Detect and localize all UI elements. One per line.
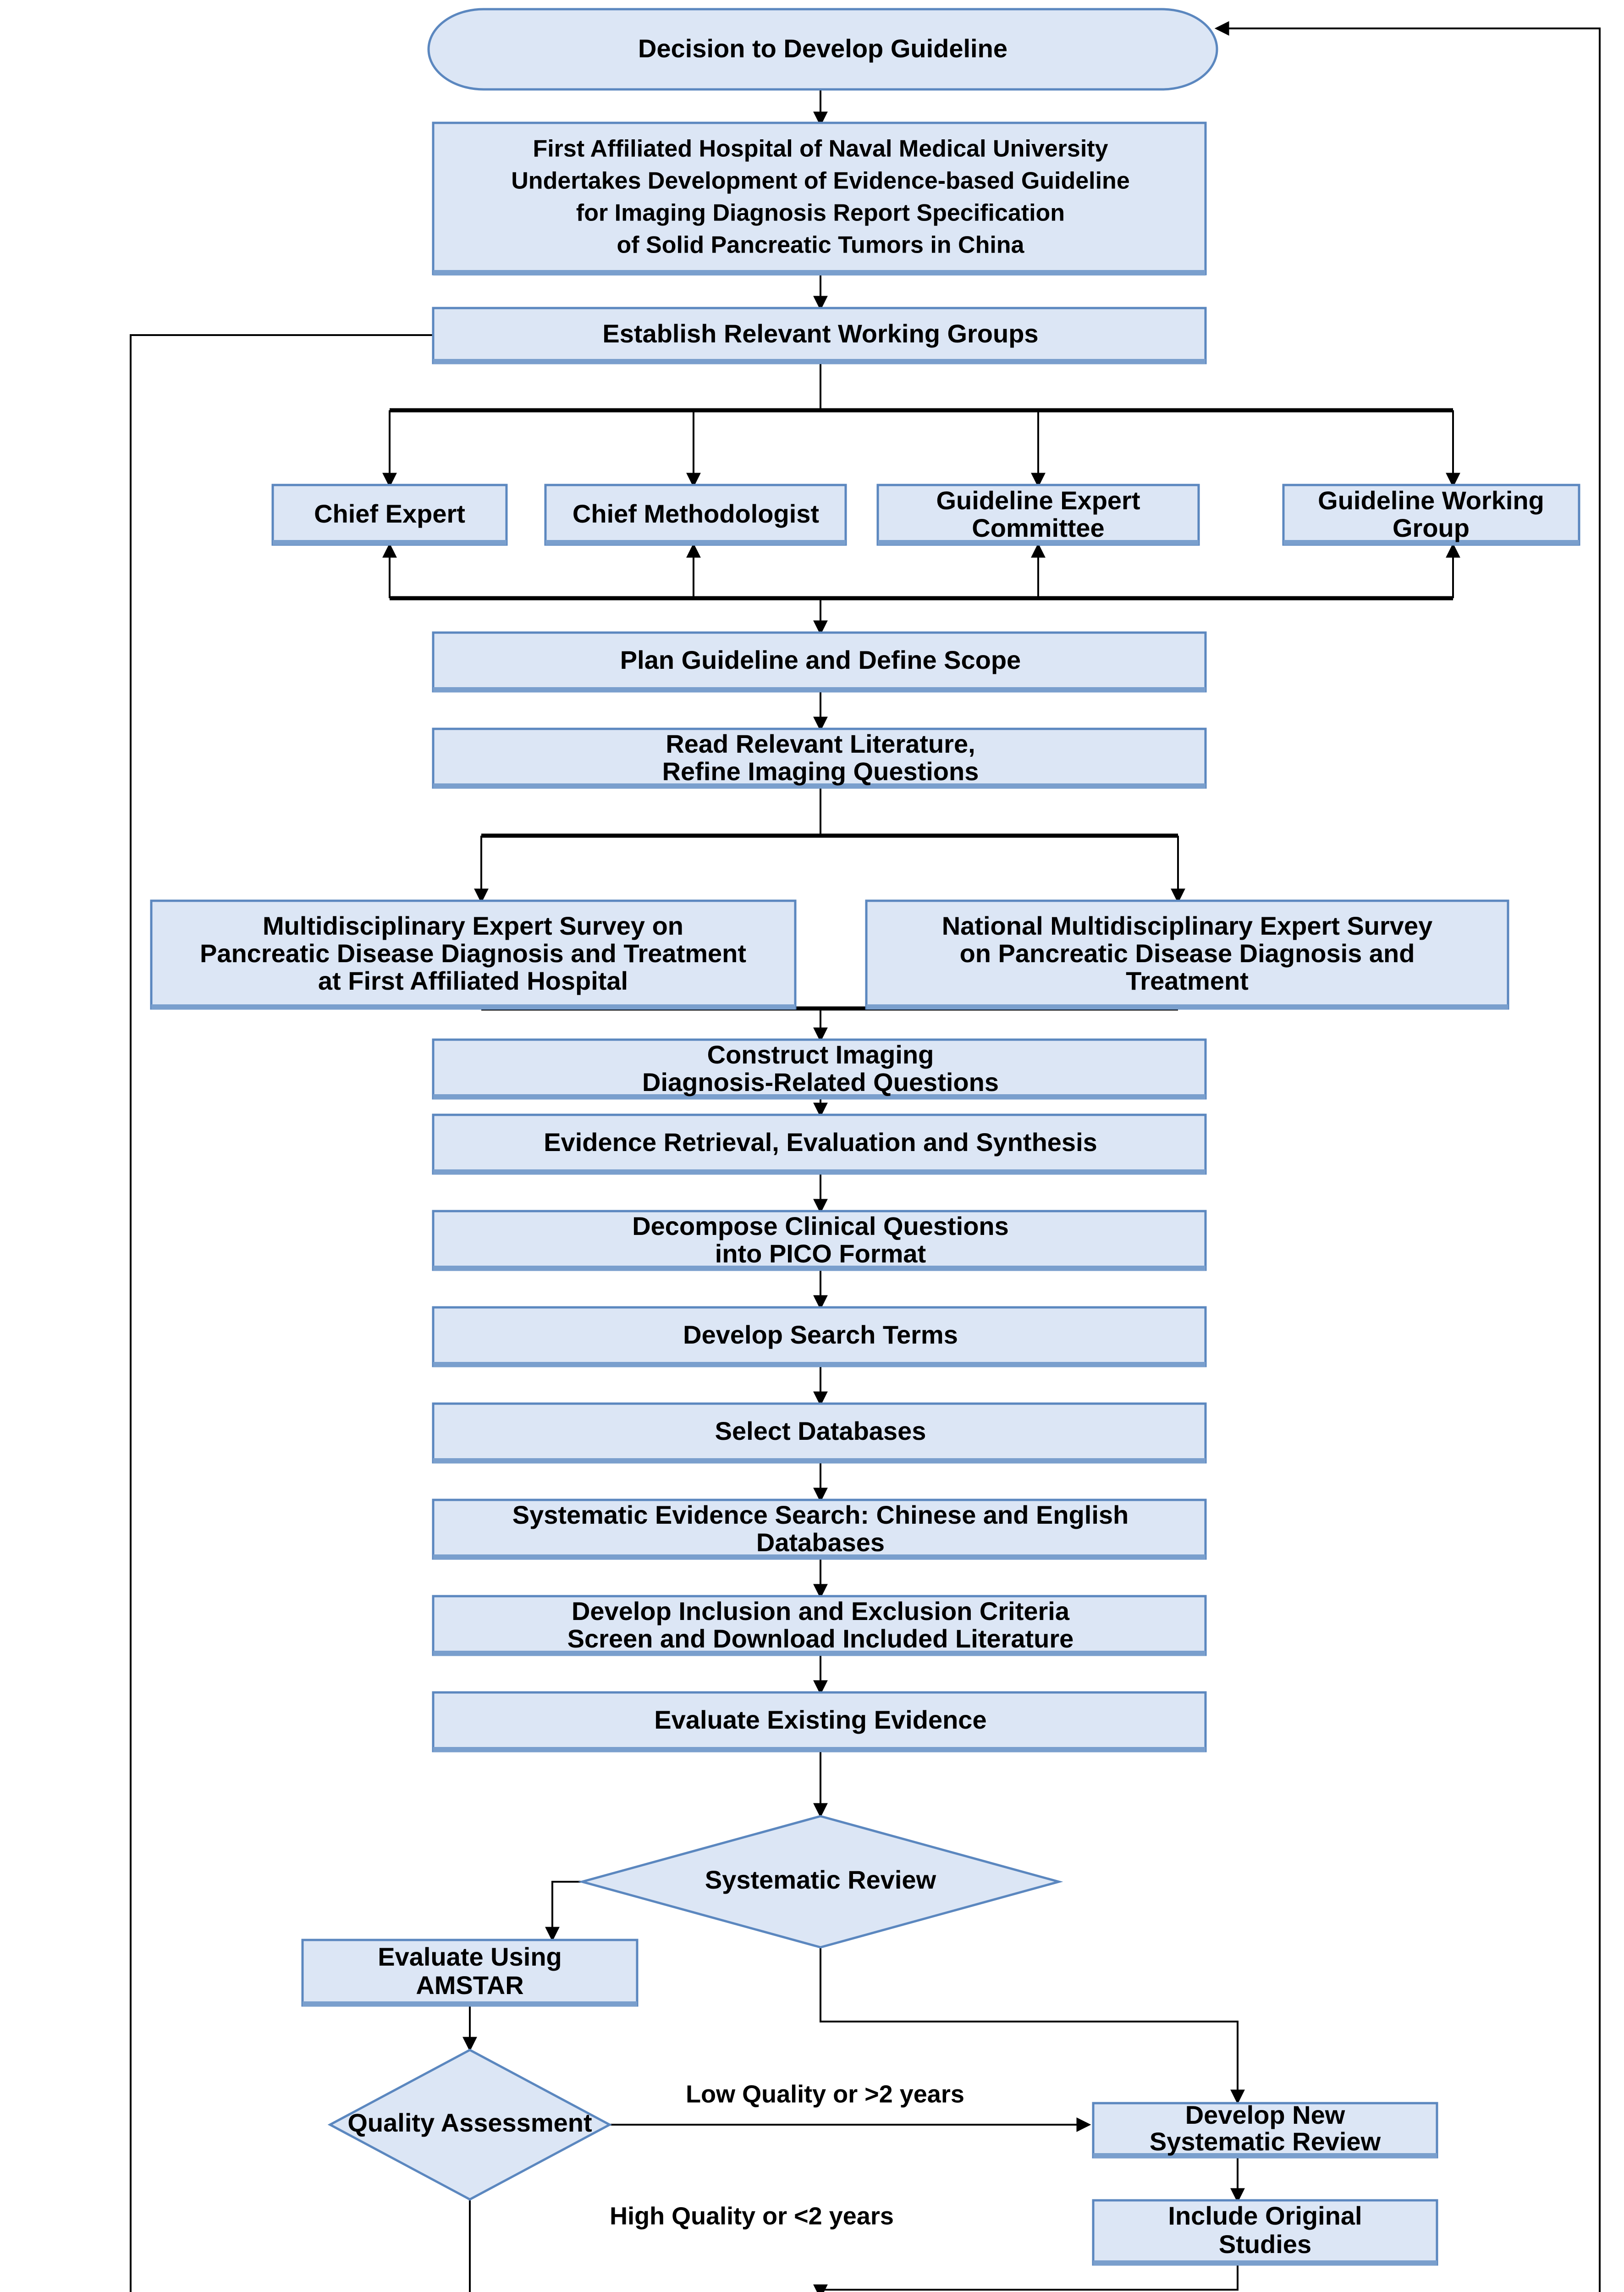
node-evaluate-existing-label: Evaluate Existing Evidence — [654, 1705, 986, 1734]
node-survey-national-line-3: Treatment — [1126, 966, 1249, 995]
node-systematic-search[interactable]: Systematic Evidence Search: Chinese and … — [432, 1499, 1207, 1560]
node-inclusion-criteria[interactable]: Develop Inclusion and Exclusion Criteria… — [432, 1595, 1207, 1656]
edge-label-high-quality: High Quality or <2 years — [610, 2202, 894, 2230]
node-undertakes-line-3: for Imaging Diagnosis Report Specificati… — [576, 200, 1065, 226]
edge-include-to-synthesize — [813, 2264, 1239, 2292]
node-survey-national-line-1: National Multidisciplinary Expert Survey — [942, 911, 1433, 940]
node-inclusion-criteria-line-2: Screen and Download Included Literature — [567, 1624, 1074, 1653]
node-undertakes[interactable]: First Affiliated Hospital of Naval Medic… — [432, 121, 1207, 275]
node-decompose-pico[interactable]: Decompose Clinical Questions into PICO F… — [432, 1210, 1207, 1271]
node-layer: Decision to Develop Guideline First Affi… — [150, 8, 1580, 2266]
node-undertakes-line-2: Undertakes Development of Evidence-based… — [511, 168, 1130, 194]
node-decompose-pico-line-1: Decompose Clinical Questions — [632, 1212, 1009, 1240]
node-survey-national-line-2: on Pancreatic Disease Diagnosis and — [960, 939, 1415, 968]
node-plan-scope-label: Plan Guideline and Define Scope — [620, 645, 1021, 674]
node-undertakes-line-4: of Solid Pancreatic Tumors in China — [617, 232, 1025, 259]
node-develop-search-terms[interactable]: Develop Search Terms — [432, 1306, 1207, 1367]
node-working-group[interactable]: Guideline Working Group — [1282, 484, 1580, 546]
node-quality-assessment[interactable]: Quality Assessment — [327, 2049, 612, 2201]
node-select-databases[interactable]: Select Databases — [432, 1402, 1207, 1464]
node-expert-committee-line-2: Committee — [972, 513, 1104, 542]
edge-quality-to-synthesize — [469, 2200, 471, 2292]
node-survey-local-line-2: Pancreatic Disease Diagnosis and Treatme… — [200, 939, 746, 968]
node-construct-questions[interactable]: Construct Imaging Diagnosis-Related Ques… — [432, 1038, 1207, 1100]
node-systematic-review[interactable]: Systematic Review — [578, 1815, 1063, 1949]
node-systematic-search-line-1: Systematic Evidence Search: Chinese and … — [512, 1500, 1129, 1529]
node-evaluate-amstar[interactable]: Evaluate Using AMSTAR — [301, 1939, 639, 2007]
node-include-original-line-2: Studies — [1219, 2230, 1311, 2259]
node-develop-search-terms-label: Develop Search Terms — [683, 1320, 958, 1349]
node-construct-questions-line-1: Construct Imaging — [707, 1040, 934, 1069]
node-establish-groups-label: Establish Relevant Working Groups — [602, 319, 1038, 348]
node-evaluate-amstar-line-1: Evaluate Using — [378, 1942, 562, 1971]
node-working-group-line-1: Guideline Working — [1318, 486, 1544, 515]
edge-sr-to-develop-new — [820, 1948, 1245, 2105]
node-decision-to-develop[interactable]: Decision to Develop Guideline — [427, 8, 1218, 91]
node-decision-to-develop-label: Decision to Develop Guideline — [638, 34, 1007, 63]
node-survey-local-line-3: at First Affiliated Hospital — [318, 966, 628, 995]
node-read-literature[interactable]: Read Relevant Literature, Refine Imaging… — [432, 727, 1207, 789]
node-evaluate-existing[interactable]: Evaluate Existing Evidence — [432, 1691, 1207, 1752]
node-evaluate-amstar-line-2: AMSTAR — [416, 1971, 523, 2000]
node-develop-new-sr[interactable]: Develop New Systematic Review — [1092, 2100, 1438, 2159]
node-establish-groups[interactable]: Establish Relevant Working Groups — [432, 307, 1207, 364]
node-expert-committee-line-1: Guideline Expert — [936, 486, 1140, 515]
node-chief-methodologist[interactable]: Chief Methodologist — [544, 484, 847, 546]
node-chief-expert[interactable]: Chief Expert — [271, 484, 508, 546]
node-include-original-line-1: Include Original — [1168, 2201, 1362, 2230]
node-chief-methodologist-label: Chief Methodologist — [573, 499, 819, 528]
edge-label-low-quality: Low Quality or >2 years — [686, 2080, 964, 2108]
node-select-databases-label: Select Databases — [715, 1416, 926, 1445]
node-expert-committee[interactable]: Guideline Expert Committee — [876, 484, 1200, 546]
node-survey-local[interactable]: Multidisciplinary Expert Survey on Pancr… — [150, 899, 797, 1010]
node-survey-local-line-1: Multidisciplinary Expert Survey on — [263, 911, 683, 940]
node-systematic-search-line-2: Databases — [756, 1528, 885, 1557]
node-plan-scope[interactable]: Plan Guideline and Define Scope — [432, 631, 1207, 693]
node-quality-assessment-label: Quality Assessment — [347, 2108, 592, 2137]
node-working-group-line-2: Group — [1393, 513, 1470, 542]
node-systematic-review-label: Systematic Review — [705, 1865, 936, 1894]
node-inclusion-criteria-line-1: Develop Inclusion and Exclusion Criteria — [572, 1597, 1070, 1625]
edge-update-to-decision-loop — [1214, 21, 1601, 2292]
edge-establish-to-external-review-group — [130, 334, 433, 2292]
node-evidence-retrieval-label: Evidence Retrieval, Evaluation and Synth… — [544, 1128, 1097, 1157]
node-read-literature-line-1: Read Relevant Literature, — [666, 729, 975, 758]
node-chief-expert-label: Chief Expert — [314, 499, 465, 528]
node-evidence-retrieval[interactable]: Evidence Retrieval, Evaluation and Synth… — [432, 1113, 1207, 1175]
node-include-original[interactable]: Include Original Studies — [1092, 2199, 1438, 2266]
node-construct-questions-line-2: Diagnosis-Related Questions — [642, 1068, 999, 1096]
edge-label-layer: Low Quality or >2 years High Quality or … — [610, 2080, 964, 2230]
node-undertakes-line-1: First Affiliated Hospital of Naval Medic… — [533, 136, 1108, 162]
node-develop-new-sr-line-1: Develop New — [1185, 2100, 1345, 2129]
node-survey-national[interactable]: National Multidisciplinary Expert Survey… — [865, 899, 1509, 1010]
node-develop-new-sr-line-2: Systematic Review — [1150, 2127, 1381, 2156]
node-read-literature-line-2: Refine Imaging Questions — [662, 757, 979, 786]
node-decompose-pico-line-2: into PICO Format — [715, 1239, 926, 1268]
